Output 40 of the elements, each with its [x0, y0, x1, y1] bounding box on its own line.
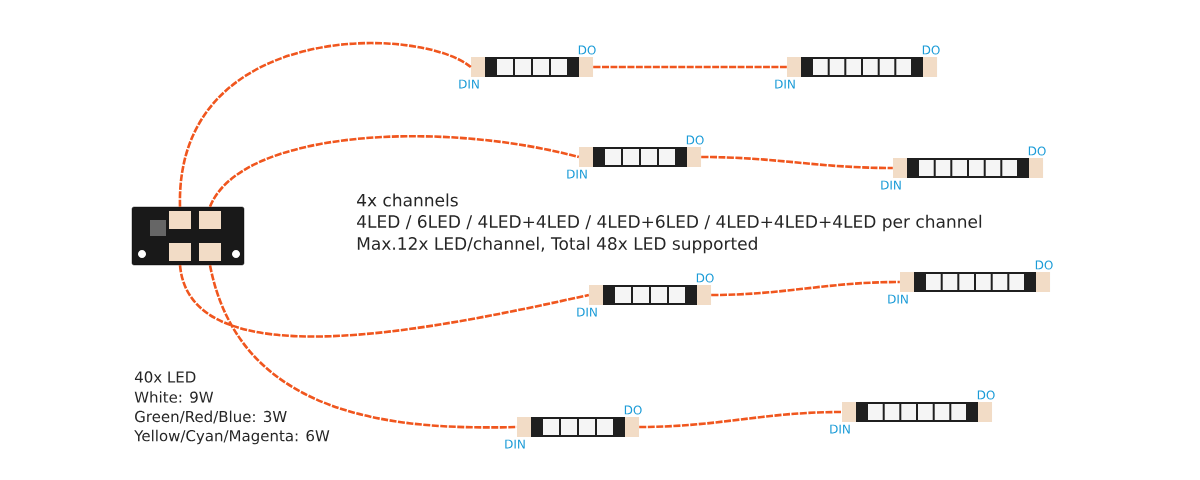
pin-label: DIN	[881, 180, 901, 190]
pin-label: DO	[1028, 146, 1046, 156]
twisted-wire	[208, 135, 580, 208]
note-text: 4LED / 6LED / 4LED+4LED / 4LED+6LED / 4LED+4LED+4LED per channel	[357, 214, 982, 232]
twisted-wire	[208, 264, 517, 429]
pin-label: DO	[696, 273, 714, 283]
led-strip	[842, 402, 992, 422]
pin-label: DIN	[888, 294, 908, 304]
note-text: 4x channels	[357, 193, 458, 207]
pin-label: DO	[624, 405, 642, 415]
pin-label: DO	[578, 45, 596, 55]
note-text: Max.12x LED/channel, Total 48x LED supported	[357, 236, 757, 254]
led-strip	[517, 417, 639, 437]
pin-label: DO	[922, 45, 940, 55]
note-text: Yellow/Cyan/Magenta: 6W	[134, 429, 330, 445]
twisted-wire	[593, 65, 787, 69]
led-strip	[589, 285, 711, 305]
twisted-wire	[639, 410, 842, 429]
twisted-wire	[178, 41, 472, 207]
pin-label: DIN	[577, 307, 597, 317]
pin-label: DO	[686, 135, 704, 145]
pin-label: DIN	[830, 424, 850, 434]
note-text: 40x LED	[134, 371, 196, 383]
note-text: White: 9W	[134, 391, 214, 403]
led-strip	[471, 57, 593, 77]
note-text: Green/Red/Blue: 3W	[135, 410, 287, 424]
led-strip	[893, 158, 1043, 178]
circuit-board-drawing	[131, 206, 245, 266]
pin-label: DO	[1035, 260, 1053, 270]
twisted-wire	[178, 264, 590, 338]
twisted-wire	[711, 280, 900, 297]
twisted-wire	[701, 155, 893, 170]
pin-label: DO	[977, 390, 995, 400]
pin-label: DIN	[505, 439, 525, 449]
led-strip	[579, 147, 701, 167]
led-strip	[900, 272, 1050, 292]
led-strip	[787, 57, 937, 77]
pin-label: DIN	[775, 79, 795, 89]
pin-label: DIN	[567, 169, 587, 179]
pin-label: DIN	[459, 79, 479, 89]
